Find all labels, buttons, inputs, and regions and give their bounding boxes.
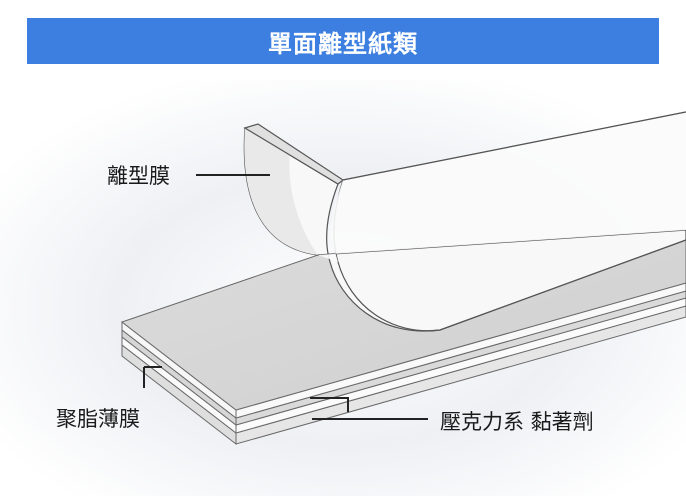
page-title: 單面離型紙類 (268, 29, 418, 58)
release-film-surface (318, 112, 686, 262)
title-bar: 單面離型紙類 (27, 18, 659, 64)
callout-line-adhesive (310, 397, 349, 412)
release-film-far-edge-top (342, 111, 686, 181)
label-release-film: 離型膜 (107, 164, 170, 188)
label-polyester-film: 聚脂薄膜 (56, 407, 140, 431)
label-adhesive: 壓克力系 黏著劑 (440, 410, 594, 434)
release-film-curl-shadow (244, 128, 318, 255)
